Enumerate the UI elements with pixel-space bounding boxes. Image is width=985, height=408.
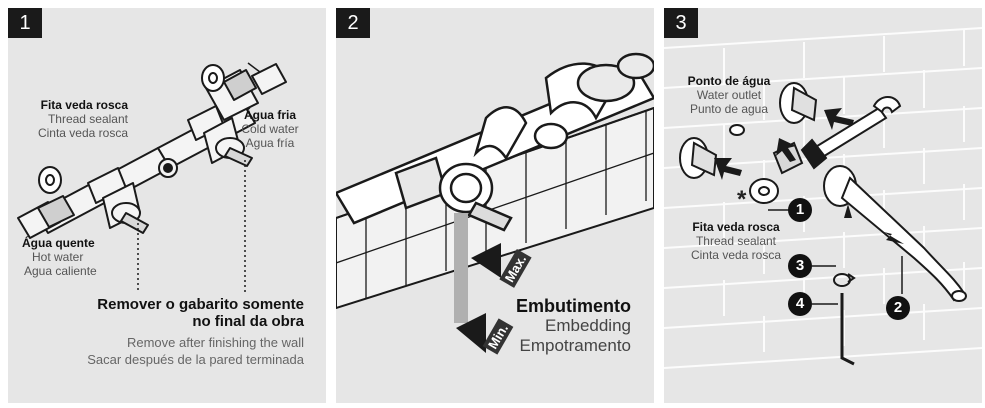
max-arrow-icon — [471, 243, 501, 278]
wrench-icon — [800, 96, 902, 170]
thread-sealant-label-group-3: Fita veda rosca Thread sealant Cinta ved… — [690, 220, 782, 262]
allen-key-icon — [840, 293, 855, 366]
step-2-panel: 2 — [336, 8, 654, 403]
arrow-icon — [824, 108, 854, 130]
asterisk-mark: * — [737, 186, 747, 213]
rotate-icon — [833, 273, 856, 287]
embedding-depth-bar — [454, 213, 468, 323]
hot-water-label-group: Água quente Hot water Agua caliente — [22, 236, 97, 278]
thread-sealant-label-group: Fita veda rosca Thread sealant Cinta ved… — [37, 98, 128, 140]
step-2-number: 2 — [336, 8, 370, 38]
step-3-number: 3 — [664, 8, 698, 38]
remove-template-note: Remover o gabarito somente no final da o… — [87, 296, 304, 367]
water-outlet-label-group: Ponto de água Water outlet Punto de agua — [687, 74, 771, 116]
washer-icon — [729, 124, 745, 136]
min-arrow-icon — [456, 313, 486, 353]
step-badge-2: 2 — [886, 296, 910, 320]
step-3-panel: 3 — [664, 8, 982, 403]
step-1-panel: 1 — [8, 8, 326, 403]
cold-water-label-group: Água fria Cold water Agua fría — [241, 108, 299, 150]
spout-installation-illustration — [664, 27, 982, 369]
embedding-label-group: Embutimento Embedding Empotramento — [516, 296, 631, 355]
step-badge-4: 4 — [788, 292, 812, 316]
embedding-illustration — [336, 52, 654, 353]
valve-body-illustration — [17, 62, 287, 293]
step-1-number: 1 — [8, 8, 42, 38]
step-badge-1: 1 — [788, 198, 812, 222]
step-badge-3: 3 — [788, 254, 812, 278]
